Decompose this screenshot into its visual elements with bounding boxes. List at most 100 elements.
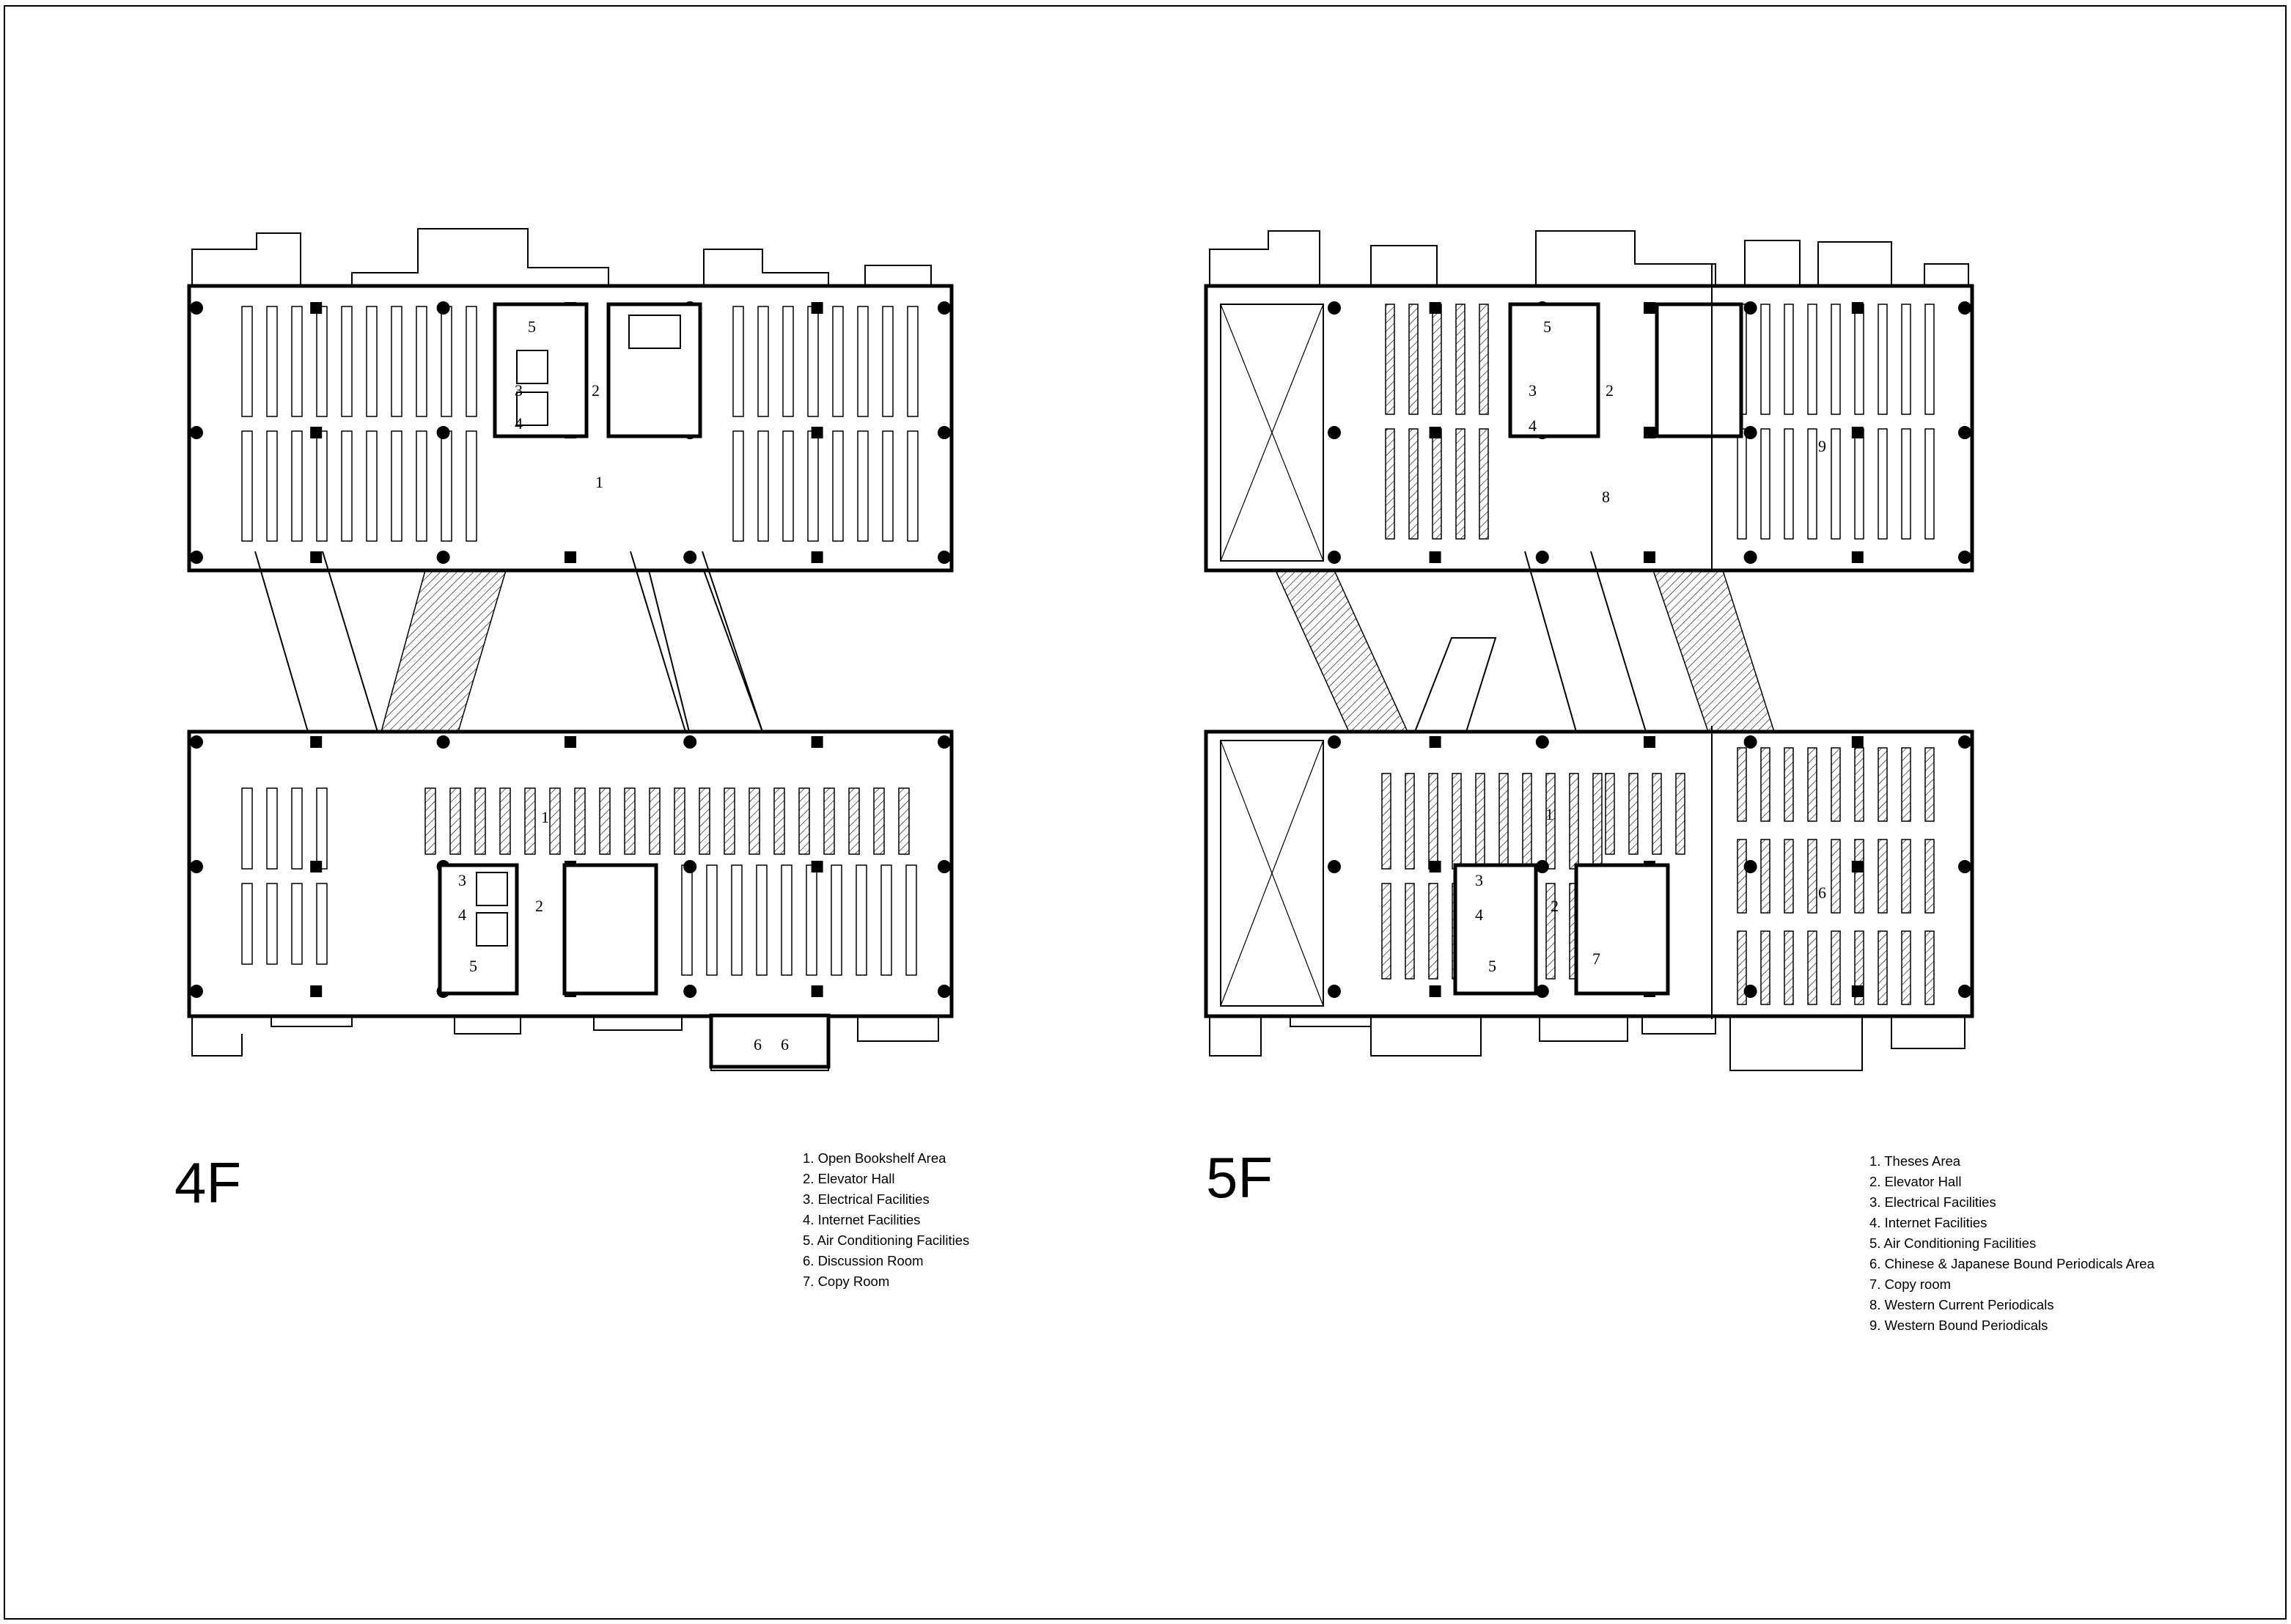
bookshelf <box>732 306 744 417</box>
bookshelf <box>1784 428 1794 540</box>
bookshelf <box>907 306 919 417</box>
column-marker <box>1644 736 1655 748</box>
bookshelf <box>681 864 693 976</box>
column-marker <box>1743 301 1757 315</box>
bookshelf <box>1760 747 1770 822</box>
plan-5f-south-atrium <box>1220 740 1324 1007</box>
column-marker <box>1743 985 1757 998</box>
bookshelf <box>1831 428 1841 540</box>
room-label: 2 <box>592 381 600 400</box>
bookshelf <box>1737 747 1747 822</box>
column-marker <box>1743 426 1757 439</box>
room-label: 1 <box>541 808 549 826</box>
bookshelf <box>848 787 860 855</box>
room-label: 6 <box>754 1035 762 1054</box>
bookshelf <box>524 787 536 855</box>
plan-4f-north-core-b <box>606 302 702 438</box>
legend-item: 6. Chinese & Japanese Bound Periodicals … <box>1869 1256 2155 1271</box>
bookshelf <box>905 864 917 976</box>
bookshelf <box>782 306 794 417</box>
legend-item: 8. Western Current Periodicals <box>1869 1297 2054 1312</box>
legend-item: 7. Copy Room <box>803 1274 889 1289</box>
bookshelf <box>1760 428 1770 540</box>
bookshelf <box>241 883 253 965</box>
column-marker <box>310 861 323 872</box>
room-label: 1 <box>1545 805 1553 823</box>
bookshelf <box>1807 930 1817 1005</box>
bookshelf <box>1831 304 1841 415</box>
plan-4f-north-block <box>187 228 954 573</box>
bookshelf <box>499 787 511 855</box>
column-marker <box>436 551 450 564</box>
column-marker <box>1328 985 1341 998</box>
bookshelf <box>416 430 427 542</box>
room-label: 5 <box>1488 957 1496 975</box>
room-label: 8 <box>1602 488 1610 506</box>
legend-item: 2. Elevator Hall <box>1869 1174 1961 1189</box>
bookshelf <box>1901 428 1911 540</box>
room-label: 2 <box>1551 897 1559 915</box>
column-marker <box>1644 551 1655 563</box>
legend-item: 5. Air Conditioning Facilities <box>803 1232 969 1248</box>
column-marker <box>811 736 823 748</box>
bookshelf <box>441 306 452 417</box>
bookshelf <box>756 864 768 976</box>
bookshelf <box>1479 428 1489 540</box>
bookshelf <box>291 787 303 870</box>
bookshelf <box>1675 773 1685 855</box>
plan-4f-north-core-a <box>493 302 589 438</box>
legend-item: 5. Air Conditioning Facilities <box>1869 1235 2036 1251</box>
bookshelf <box>1522 773 1532 870</box>
bookshelf <box>316 430 328 542</box>
bookshelf <box>316 787 328 870</box>
bookshelf <box>1807 304 1817 415</box>
bookshelf <box>266 430 278 542</box>
room-label: 4 <box>1529 416 1537 435</box>
plan-4f-south-columns <box>190 735 951 998</box>
bookshelf <box>724 787 735 855</box>
room-label: 6 <box>1818 883 1826 902</box>
bookshelf <box>316 883 328 965</box>
bookshelf <box>241 306 253 417</box>
bookshelf <box>1498 773 1509 870</box>
bookshelf <box>1408 304 1419 415</box>
column-marker <box>190 551 203 564</box>
bookshelf <box>1605 773 1615 855</box>
bookshelf <box>1475 773 1485 870</box>
column-marker <box>938 860 951 873</box>
bookshelf <box>1455 428 1466 540</box>
column-marker <box>1958 426 1971 439</box>
column-marker <box>190 426 203 439</box>
room-label: 5 <box>1543 317 1551 336</box>
column-marker <box>938 735 951 749</box>
bookshelf <box>1854 304 1864 415</box>
column-marker <box>1429 551 1441 563</box>
bookshelf <box>266 306 278 417</box>
bookshelf <box>898 787 910 855</box>
room-label: 4 <box>1475 905 1483 924</box>
bookshelf <box>1901 839 1911 914</box>
legend-item: 9. Western Bound Periodicals <box>1869 1318 2048 1333</box>
floor-title-4f: 4F <box>174 1150 241 1215</box>
bookshelf <box>1385 428 1395 540</box>
column-marker <box>310 551 323 563</box>
legend-item: 1. Open Bookshelf Area <box>803 1150 946 1166</box>
bookshelf <box>757 306 769 417</box>
column-marker <box>565 736 576 748</box>
bookshelf <box>1924 428 1935 540</box>
column-marker <box>811 551 823 563</box>
bookshelf <box>291 430 303 542</box>
bookshelf <box>1405 773 1415 870</box>
bookshelf <box>474 787 486 855</box>
room-label: 9 <box>1818 437 1826 455</box>
legend-item: 1. Theses Area <box>1869 1153 1961 1169</box>
column-marker <box>436 426 450 439</box>
bookshelf <box>857 430 869 542</box>
bookshelf <box>832 306 844 417</box>
bookshelf <box>1569 773 1579 870</box>
bookshelf <box>241 430 253 542</box>
plan-4f-discussion-room <box>709 1013 831 1069</box>
bookshelf <box>880 864 892 976</box>
bookshelf <box>1784 930 1794 1005</box>
bookshelf <box>1924 930 1935 1005</box>
